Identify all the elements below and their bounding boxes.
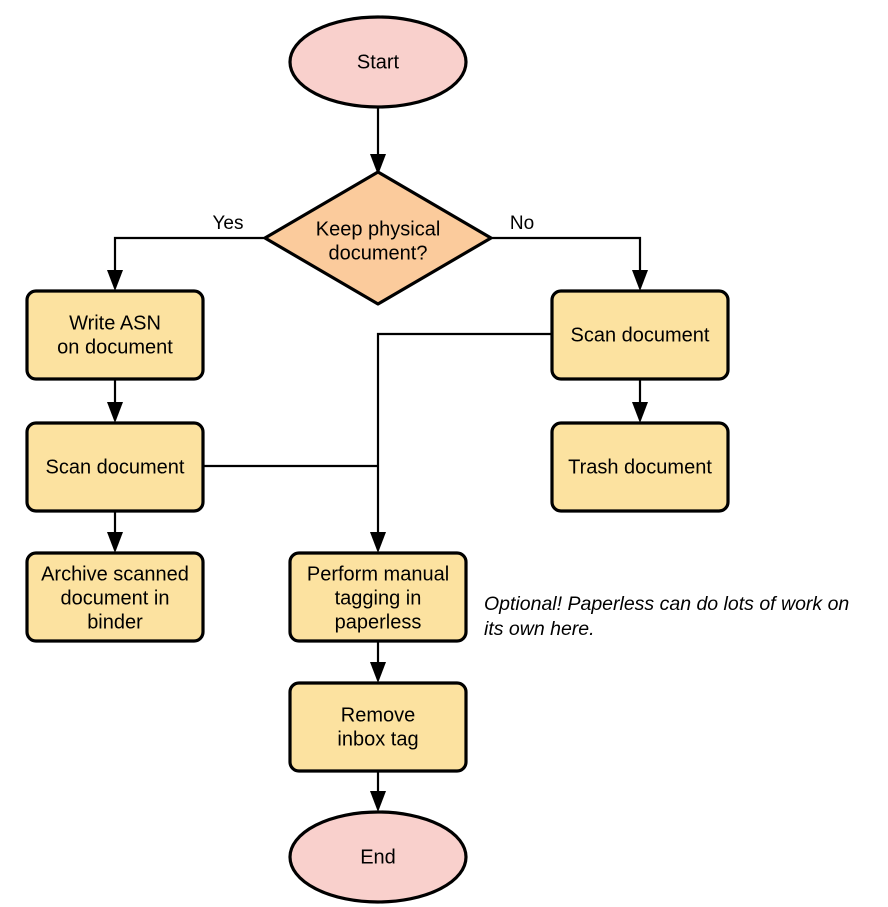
node-scan-document-left[interactable]: Scan document [25,421,205,513]
optional-note-line-2: its own here. [484,618,595,640]
node-end[interactable]: End [288,810,468,904]
edge-manual-tagging-to-remove-inbox-tag [370,641,386,683]
arrow-head [632,270,648,291]
annotation-optional-note: Optional! Paperless can do lots of work … [484,593,849,640]
scan-document-left-label: Scan document [46,456,185,478]
node-trash-document[interactable]: Trash document [550,421,730,513]
arrow-head [370,154,386,175]
decision-label-line-1: Keep physical [316,218,441,240]
edge-decision-to-scan-right [491,236,648,291]
edge-label-yes: Yes [213,213,244,234]
archive-label-line-2: document in [61,587,170,609]
node-start[interactable]: Start [288,15,468,109]
edge-line [113,236,265,279]
scan-document-left-box[interactable] [25,421,205,513]
manual-tagging-box[interactable] [288,551,468,643]
optional-note-line-1: Optional! Paperless can do lots of work … [484,593,849,615]
decision-label-line-2: document? [329,242,428,264]
remove-inbox-tag-label-line-1: Remove [341,704,415,726]
end-ellipse[interactable] [288,810,468,904]
archive-label-line-3: binder [87,611,143,633]
edge-write-asn-to-scan-left [107,379,123,423]
edge-scan-left-to-archive [107,511,123,553]
arrow-head [370,532,386,553]
scan-document-right-label: Scan document [571,324,710,346]
write-asn-box[interactable] [25,289,205,381]
edge-remove-inbox-tag-to-end [370,771,386,812]
edge-line [376,332,552,541]
end-label: End [360,846,396,868]
node-decision-keep-physical-document[interactable]: Keep physical document? [263,170,493,306]
remove-inbox-tag-box[interactable] [288,681,468,773]
edge-scan-right-to-manual-tagging [370,332,552,553]
manual-tagging-label-line-2: tagging in [335,587,422,609]
manual-tagging-label-line-3: paperless [335,611,422,633]
manual-tagging-label-line-1: Perform manual [307,563,449,585]
arrow-head [107,532,123,553]
scan-document-right-box[interactable] [550,289,730,381]
write-asn-label-line-1: Write ASN [69,312,161,334]
edge-scan-right-to-trash [632,379,648,423]
arrow-head [107,402,123,423]
edge-label-no: No [510,213,534,234]
archive-label-line-1: Archive scanned [41,563,189,585]
decision-diamond[interactable] [263,170,493,306]
node-remove-inbox-tag[interactable]: Remove inbox tag [288,681,468,773]
edge-start-to-decision [370,107,386,175]
node-perform-manual-tagging[interactable]: Perform manual tagging in paperless [288,551,468,643]
arrow-head [370,791,386,812]
arrow-head [107,270,123,291]
edge-decision-to-write-asn [107,236,265,291]
remove-inbox-tag-label-line-2: inbox tag [337,728,418,750]
write-asn-label-line-2: on document [57,336,173,358]
start-ellipse[interactable] [288,15,468,109]
node-scan-document-right[interactable]: Scan document [550,289,730,381]
arrow-head [632,402,648,423]
arrow-head [370,662,386,683]
node-archive-scanned-document[interactable]: Archive scanned document in binder [25,551,205,643]
edge-line [491,236,642,279]
start-label: Start [357,51,400,73]
trash-document-box[interactable] [550,421,730,513]
trash-document-label: Trash document [568,456,712,478]
archive-box[interactable] [25,551,205,643]
node-write-asn-on-document[interactable]: Write ASN on document [25,289,205,381]
